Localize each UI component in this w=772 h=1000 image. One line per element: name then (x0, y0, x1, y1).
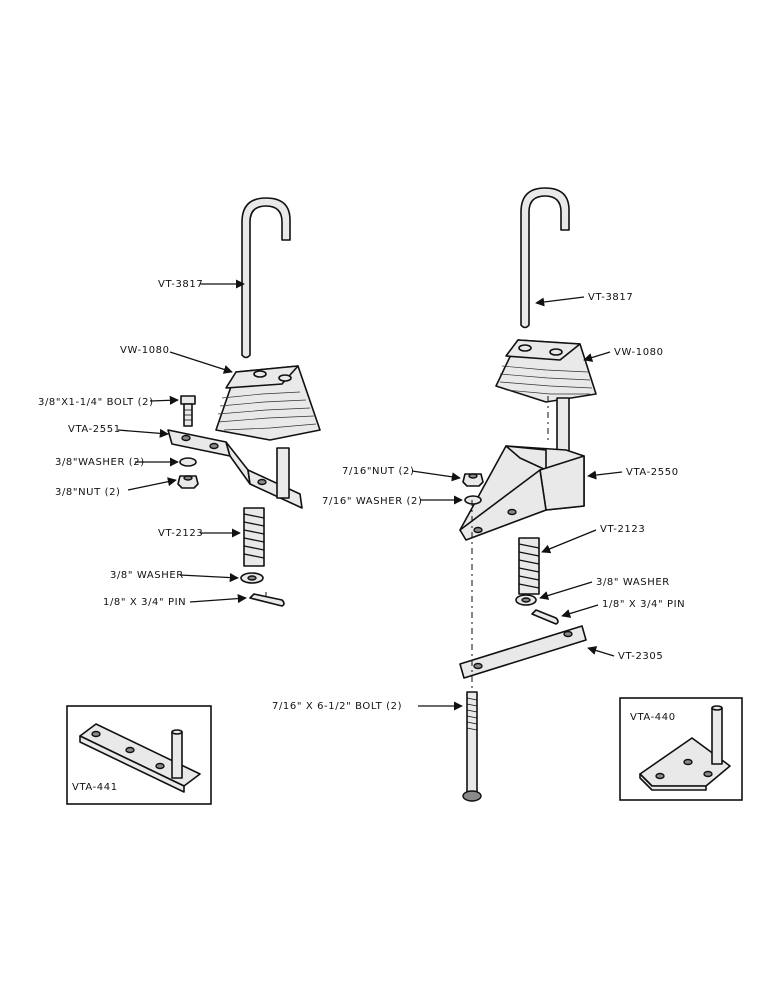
right-label-plate: VT-2305 (618, 651, 663, 662)
right-leader-bracket (587, 470, 623, 480)
right-hook-rod (520, 187, 570, 329)
left-label-spring: VT-2123 (158, 528, 203, 539)
right-label-washer: 3/8" WASHER (596, 577, 670, 588)
right-leader-nut-pair (411, 470, 461, 482)
right-pin (531, 609, 559, 625)
right-label-pin: 1/8" X 3/4" PIN (602, 599, 685, 610)
inset-vta-441: VTA-441 (66, 705, 212, 805)
left-label-bolt: 3/8"X1-1/4" BOLT (2) (38, 397, 154, 408)
right-label-block: VW-1080 (614, 347, 664, 358)
left-small-nut (177, 475, 199, 489)
left-label-washer-pair: 3/8"WASHER (2) (55, 457, 145, 468)
right-leader-hook-rod (535, 296, 585, 307)
left-washer-hole (247, 575, 257, 581)
left-leader-bolt (149, 395, 179, 405)
right-small-nut (462, 473, 484, 487)
right-label-washer-pair: 7/16" WASHER (2) (322, 496, 423, 507)
right-leader-pin (561, 604, 599, 618)
left-label-block: VW-1080 (120, 345, 170, 356)
left-label-hook-rod: VT-3817 (158, 279, 203, 290)
right-bracket (459, 445, 585, 541)
right-long-bolt (462, 691, 482, 802)
right-spring (518, 537, 540, 595)
inset-label-vta-440: VTA-440 (630, 712, 676, 723)
left-post (276, 447, 290, 499)
left-label-bracket: VTA-2551 (68, 424, 121, 435)
inset-label-vta-441: VTA-441 (72, 782, 118, 793)
right-label-bracket: VTA-2550 (626, 467, 679, 478)
left-spring (243, 507, 265, 567)
left-wood-block (215, 365, 321, 441)
inset-vta-440: VTA-440 (619, 697, 743, 801)
right-label-spring: VT-2123 (600, 524, 645, 535)
left-assembly: VT-3817 VW-1080 3/8"X1-1/4" BOLT (2) VTA… (38, 197, 321, 608)
left-pin (249, 593, 285, 607)
right-washer-hole (521, 597, 531, 603)
left-bolt (180, 395, 196, 427)
left-label-pin: 1/8" X 3/4" PIN (103, 597, 186, 608)
left-label-nut-pair: 3/8"NUT (2) (55, 487, 121, 498)
right-leader-spring (541, 529, 597, 554)
left-leader-nut-pair (127, 477, 177, 491)
right-plate (459, 625, 587, 679)
left-leader-washer (179, 573, 239, 583)
right-leader-washer (539, 581, 593, 600)
left-leader-bracket (117, 428, 169, 438)
right-leader-plate (587, 646, 615, 657)
right-label-hook-rod: VT-3817 (588, 292, 633, 303)
right-wood-block (495, 339, 597, 403)
left-leader-block (169, 351, 233, 374)
left-label-washer: 3/8" WASHER (110, 570, 184, 581)
right-label-nut-pair: 7/16"NUT (2) (342, 466, 415, 477)
left-small-washer (179, 457, 197, 467)
right-assembly: VT-3817 VW-1080 7/16"NUT (2) 7/16" WASHE… (272, 187, 685, 802)
left-hook-rod (241, 197, 291, 359)
right-small-washer (464, 495, 482, 505)
right-leader-block (583, 351, 611, 362)
right-label-bolt: 7/16" X 6-1/2" BOLT (2) (272, 701, 402, 712)
left-leader-pin (189, 594, 247, 604)
